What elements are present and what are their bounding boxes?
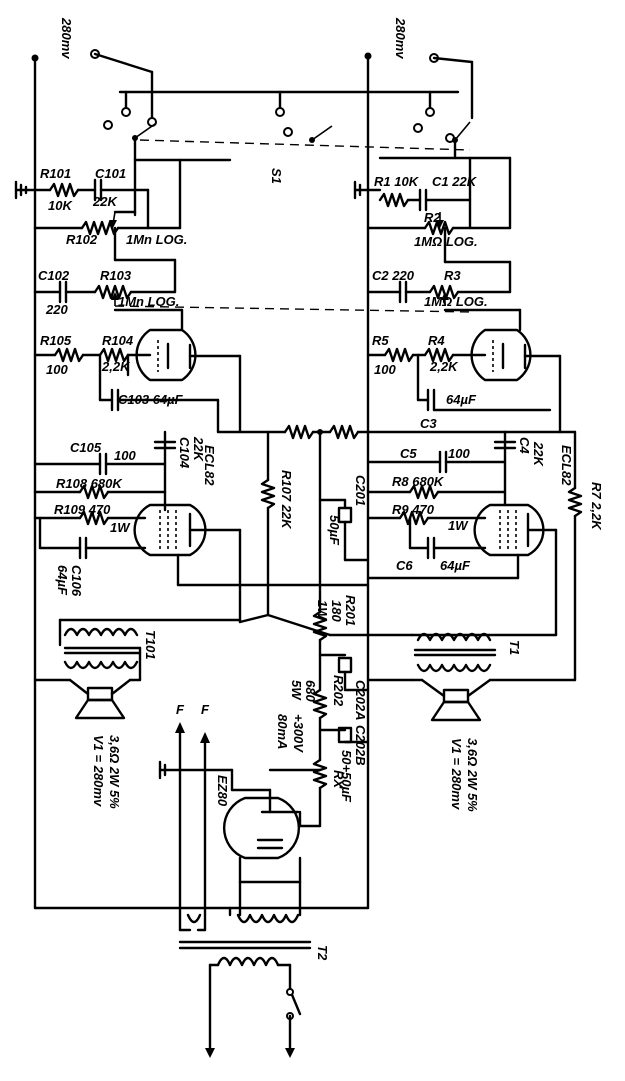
- r4-label: R4: [428, 333, 445, 348]
- ecl82-right-label: ECL82: [559, 445, 574, 486]
- switch-label: S1: [269, 168, 284, 184]
- r103-label: R103: [100, 268, 132, 283]
- r2-label: R2: [424, 210, 441, 225]
- c1-label: C1 22K: [432, 174, 478, 189]
- c4-value: 22K: [531, 441, 546, 467]
- ez80-label: EZ80: [215, 775, 230, 807]
- t101-label: T101: [143, 630, 158, 660]
- rails: [31, 52, 372, 910]
- f-label-2: F: [201, 702, 210, 717]
- r8-label: R8 680K: [392, 474, 445, 489]
- c3-value: 64µF: [446, 392, 477, 407]
- c106-value: 64µF: [55, 565, 70, 596]
- c104-value: 22K: [191, 436, 206, 462]
- c2-label: C2 220: [372, 268, 415, 283]
- c102-value: 220: [45, 302, 68, 317]
- r101-value: 10K: [48, 198, 73, 213]
- r201-value: 180: [329, 600, 344, 622]
- r4-value: 2,2K: [429, 359, 459, 374]
- rx-label: RX: [331, 770, 346, 789]
- r5-value: 100: [374, 362, 396, 377]
- r109-label: R109 470: [54, 502, 111, 517]
- right-rail-label: 280mv: [393, 17, 408, 59]
- r108-label: R108 680K: [56, 476, 123, 491]
- r201-label: R201: [343, 595, 358, 626]
- r9-watt: 1W: [448, 518, 469, 533]
- hv-current: 80mA: [275, 714, 290, 749]
- c202b-label: C202B: [353, 725, 368, 765]
- r103-value: 1Mn LOG.: [118, 294, 179, 309]
- left-output-transformer: [33, 618, 242, 720]
- power-transformer: [178, 880, 312, 1058]
- r2-value: 1MΩ LOG.: [414, 234, 478, 249]
- ht-distribution: [216, 424, 562, 602]
- left-pentode-stage: [33, 398, 370, 624]
- right-output-transformer: [410, 632, 577, 722]
- c104-label: C104: [177, 437, 192, 469]
- f-label-1: F: [176, 702, 185, 717]
- t2-label: T2: [315, 945, 330, 961]
- r202-value: 680: [303, 680, 318, 702]
- r107-label: R107 22K: [279, 470, 294, 530]
- r3-value: 1MΩ LOG.: [424, 294, 488, 309]
- c201-label: C201: [353, 475, 368, 506]
- r105-value: 100: [46, 362, 68, 377]
- left-triode-stage: [33, 308, 242, 434]
- r7-label: R7 2,2K: [589, 482, 604, 531]
- hv-label: +300V: [291, 714, 306, 753]
- left-input-network: [14, 158, 471, 313]
- right-triode-stage: [366, 308, 562, 434]
- speaker-right-spec: 3,6Ω 2W 5%: [465, 738, 480, 812]
- heater-leads: [158, 722, 234, 932]
- c5-value: 100: [448, 446, 470, 461]
- r109-watt: 1W: [110, 520, 131, 535]
- c105-value: 100: [114, 448, 136, 463]
- r1-label: R1 10K: [374, 174, 420, 189]
- c101-label: C101: [95, 166, 126, 181]
- c5-label: C5: [400, 446, 417, 461]
- r201-watt: 1W: [315, 600, 330, 621]
- r3-label: R3: [444, 268, 461, 283]
- speaker-feedback-wiring: [138, 613, 414, 682]
- c102-label: C102: [38, 268, 70, 283]
- r104-label: R104: [102, 333, 134, 348]
- c105-label: C105: [70, 440, 102, 455]
- r102-label: R102: [66, 232, 98, 247]
- c3-label: C3: [420, 416, 437, 431]
- c106-label: C106: [69, 565, 84, 597]
- speaker-right-voltage: V1 = 280mv: [449, 738, 464, 810]
- t1-label: T1: [507, 640, 522, 655]
- r202-watt: 5W: [289, 680, 304, 701]
- power-supply-filter: [268, 498, 370, 828]
- r105-label: R105: [40, 333, 72, 348]
- input-selector-switch: [90, 49, 512, 162]
- ecl82-left-label: ECL82: [202, 445, 217, 486]
- ez80-rectifier: [223, 788, 302, 884]
- c202b-value: 50+50µF: [339, 750, 354, 803]
- r5-label: R5: [372, 333, 389, 348]
- speaker-left-voltage: V1 = 280mv: [91, 735, 106, 807]
- r202-label: R202: [331, 675, 346, 707]
- right-pentode-stage: [366, 430, 583, 682]
- right-input-network: [353, 156, 512, 306]
- c4-label: C4: [517, 437, 532, 454]
- c202a-label: C202A: [353, 680, 368, 720]
- r102-value: 1Mn LOG.: [126, 232, 187, 247]
- c103-label: C103 64µF: [118, 392, 184, 407]
- r104-value: 2,2K: [101, 359, 131, 374]
- left-rail-label: 280mv: [59, 17, 74, 59]
- c101-value: 22K: [92, 194, 118, 209]
- c6-label: C6: [396, 558, 413, 573]
- r101-label: R101: [40, 166, 71, 181]
- r9-label: R9 470: [392, 502, 435, 517]
- c201-value: 50µF: [327, 515, 342, 546]
- speaker-left-spec: 3,6Ω 2W 5%: [107, 735, 122, 809]
- c6-value: 64µF: [440, 558, 471, 573]
